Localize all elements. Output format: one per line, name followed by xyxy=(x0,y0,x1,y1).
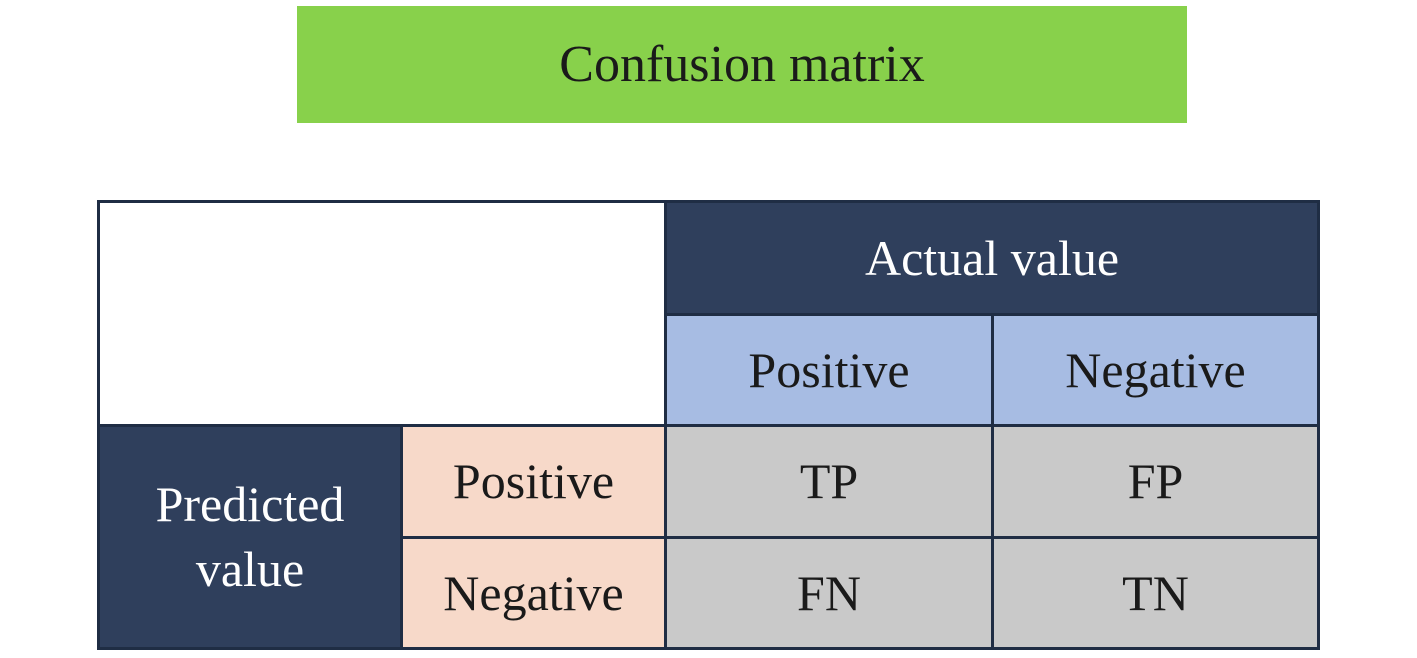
cell-tp-label: TP xyxy=(799,453,859,509)
diagram-title: Confusion matrix xyxy=(559,35,925,93)
actual-positive-header: Positive xyxy=(667,316,994,427)
cell-false-negative: FN xyxy=(667,539,994,650)
confusion-matrix: Actual value Positive Negative Predicted… xyxy=(97,200,1320,650)
predicted-value-header: Predicted value xyxy=(100,427,403,650)
cell-fp-label: FP xyxy=(1127,453,1184,509)
predicted-value-label-line2: value xyxy=(195,541,305,597)
cell-fn-label: FN xyxy=(797,564,861,621)
actual-positive-label: Positive xyxy=(748,341,910,398)
predicted-positive-header: Positive xyxy=(403,427,667,539)
cell-true-positive: TP xyxy=(667,427,994,539)
predicted-value-label-line1: Predicted xyxy=(155,476,345,532)
actual-value-header: Actual value xyxy=(667,203,1320,316)
actual-negative-header: Negative xyxy=(994,316,1320,427)
predicted-negative-label: Negative xyxy=(443,564,624,621)
cell-true-negative: TN xyxy=(994,539,1320,650)
cell-false-positive: FP xyxy=(994,427,1320,539)
actual-negative-label: Negative xyxy=(1065,341,1246,398)
title-banner: Confusion matrix xyxy=(297,6,1187,123)
predicted-positive-label: Positive xyxy=(452,453,615,509)
corner-blank-cell xyxy=(100,203,667,427)
cell-tn-label: TN xyxy=(1122,564,1189,621)
actual-value-label: Actual value xyxy=(864,229,1120,286)
predicted-negative-header: Negative xyxy=(403,539,667,650)
